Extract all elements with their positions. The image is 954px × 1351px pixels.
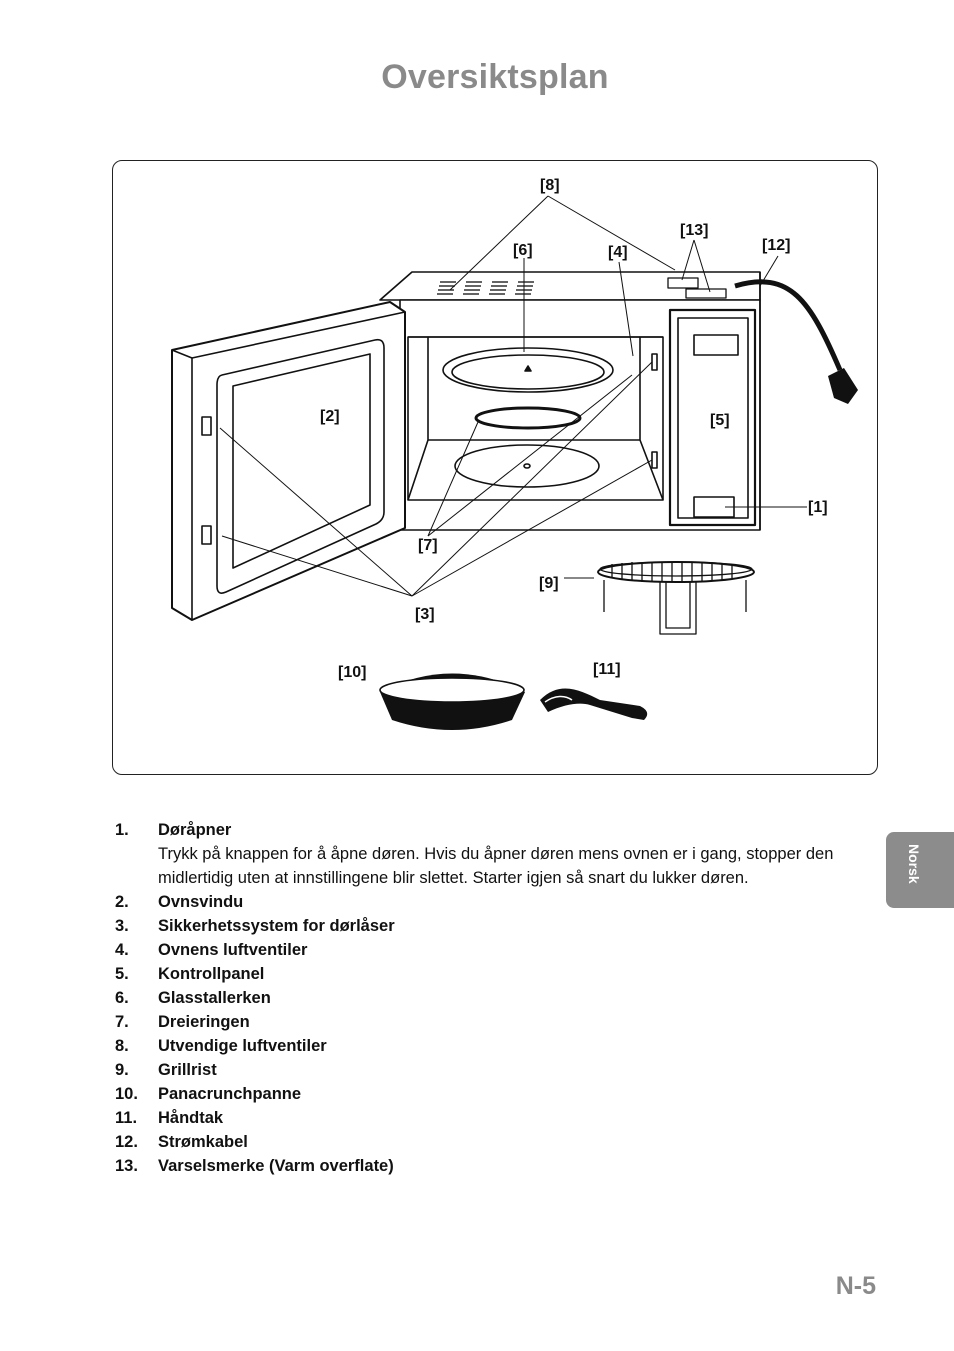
crisp-pan: [379, 673, 525, 730]
language-tab: Norsk: [886, 832, 954, 908]
legend-label: Kontrollpanel: [158, 965, 265, 983]
callout-1: [1]: [808, 499, 828, 516]
language-tab-label: Norsk: [906, 844, 922, 884]
legend-number: 9.: [115, 1061, 129, 1079]
legend-number: 2.: [115, 893, 129, 911]
legend-label: Dreieringen: [158, 1013, 250, 1031]
legend-number: 3.: [115, 917, 129, 935]
legend-label: Varselsmerke (Varm overflate): [158, 1157, 394, 1175]
legend-item: 4. Ovnens luftventiler: [115, 938, 875, 962]
leader-lines: [219, 195, 807, 597]
figure-frame: [112, 160, 878, 775]
legend-number: 6.: [115, 989, 129, 1007]
legend-item: 9. Grillrist: [115, 1058, 875, 1082]
legend-item: 12. Strømkabel: [115, 1130, 875, 1154]
glass-tray: [442, 347, 614, 488]
legend-item: 11. Håndtak: [115, 1106, 875, 1130]
legend-label: Ovnsvindu: [158, 893, 244, 911]
legend-label: Grillrist: [158, 1061, 217, 1079]
legend-number: 8.: [115, 1037, 129, 1055]
legend-number: 11.: [115, 1109, 138, 1127]
callout-4: [4]: [608, 244, 628, 261]
legend-label: Døråpner: [158, 821, 232, 839]
legend-item: 5. Kontrollpanel: [115, 962, 875, 986]
legend-item: 13. Varselsmerke (Varm overflate): [115, 1154, 875, 1178]
grill-rack: [597, 561, 755, 635]
callout-11: [11]: [593, 661, 621, 678]
callout-7: [7]: [418, 537, 438, 554]
legend-number: 10.: [115, 1085, 138, 1103]
legend-label: Glasstallerken: [158, 989, 271, 1007]
legend-description: Trykk på knappen for å åpne døren. Hvis …: [158, 845, 834, 887]
legend-number: 4.: [115, 941, 129, 959]
legend-label: Panacrunchpanne: [158, 1085, 302, 1103]
callout-6: [6]: [513, 242, 533, 259]
legend-number: 7.: [115, 1013, 129, 1031]
legend-label: Håndtak: [158, 1109, 224, 1127]
legend-item: 8. Utvendige luftventiler: [115, 1034, 875, 1058]
legend-label: Sikkerhetssystem for dørlåser: [158, 917, 395, 935]
legend-item: 2. Ovnsvindu: [115, 890, 875, 914]
legend-number: 1.: [115, 821, 129, 839]
legend-item: 3. Sikkerhetssystem for dørlåser: [115, 914, 875, 938]
callout-3: [3]: [415, 606, 435, 623]
legend-item: 6. Glasstallerken: [115, 986, 875, 1010]
legend-number: 5.: [115, 965, 129, 983]
callout-12: [12]: [762, 237, 790, 254]
legend-label: Utvendige luftventiler: [158, 1037, 327, 1055]
legend-number: 12.: [115, 1133, 138, 1151]
callout-13: [13]: [680, 222, 708, 239]
microwave-diagram: [8] [13] [12] [6] [4] [2] [5] [1] [7] [9…: [171, 177, 858, 730]
legend-label: Strømkabel: [158, 1133, 248, 1151]
callout-10: [10]: [338, 664, 366, 681]
callout-8: [8]: [540, 177, 560, 194]
oven-door: [171, 301, 406, 621]
legend-item: 7. Dreieringen: [115, 1010, 875, 1034]
callout-2: [2]: [320, 408, 340, 425]
pan-handle: [540, 688, 648, 720]
callout-9: [9]: [539, 575, 559, 592]
page-number: N-5: [835, 1272, 876, 1300]
legend-label: Ovnens luftventiler: [158, 941, 308, 959]
legend-item: 10. Panacrunchpanne: [115, 1082, 875, 1106]
oven-body: [379, 271, 761, 531]
callout-5: [5]: [710, 412, 730, 429]
top-vents: [437, 277, 727, 299]
page-title: Oversiktsplan: [381, 58, 609, 96]
legend-number: 13.: [115, 1157, 138, 1175]
power-cord: [734, 279, 843, 371]
